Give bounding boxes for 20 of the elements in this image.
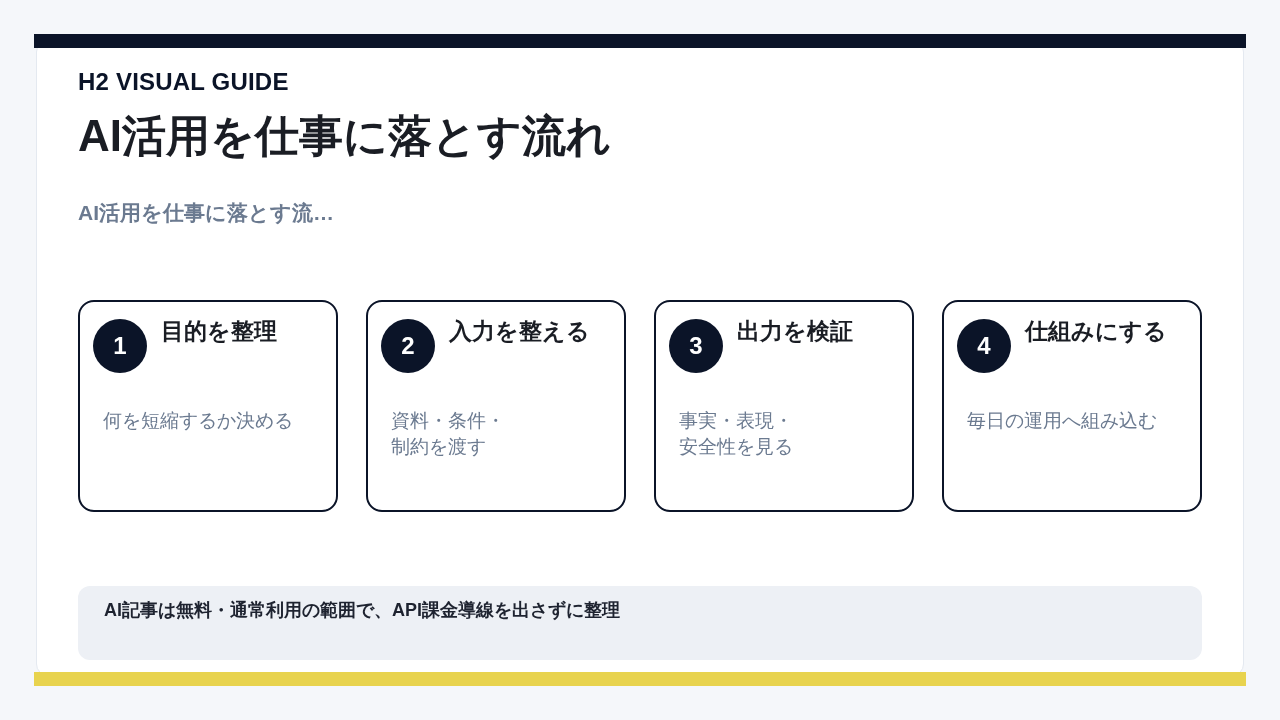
step-card: [366, 300, 626, 512]
step-heading: 出力を検証: [737, 318, 853, 346]
step-description: 毎日の運用へ組み込む: [967, 409, 1158, 433]
step-description: 資料・条件・制約を渡す: [391, 409, 506, 459]
step-heading: 仕組みにする: [1025, 318, 1167, 346]
step-card: [942, 300, 1202, 512]
title: AI活用を仕事に落とす流れ: [78, 110, 611, 162]
subtitle: AI活用を仕事に落とす流…: [78, 200, 334, 226]
step-description: 事実・表現・安全性を見る: [679, 409, 794, 459]
step-number: 2: [381, 319, 435, 373]
step-card: [654, 300, 914, 512]
note-text: AI記事は無料・通常利用の範囲で、API課金導線を出さずに整理: [104, 599, 620, 622]
step-description: 何を短縮するか決める: [103, 409, 294, 433]
step-card: [78, 300, 338, 512]
step-number: 3: [669, 319, 723, 373]
step-heading: 入力を整える: [449, 318, 590, 346]
step-heading: 目的を整理: [161, 318, 277, 346]
step-number: 4: [957, 319, 1011, 373]
eyebrow-text: H2 VISUAL GUIDE: [78, 68, 289, 96]
step-number: 1: [93, 319, 147, 373]
